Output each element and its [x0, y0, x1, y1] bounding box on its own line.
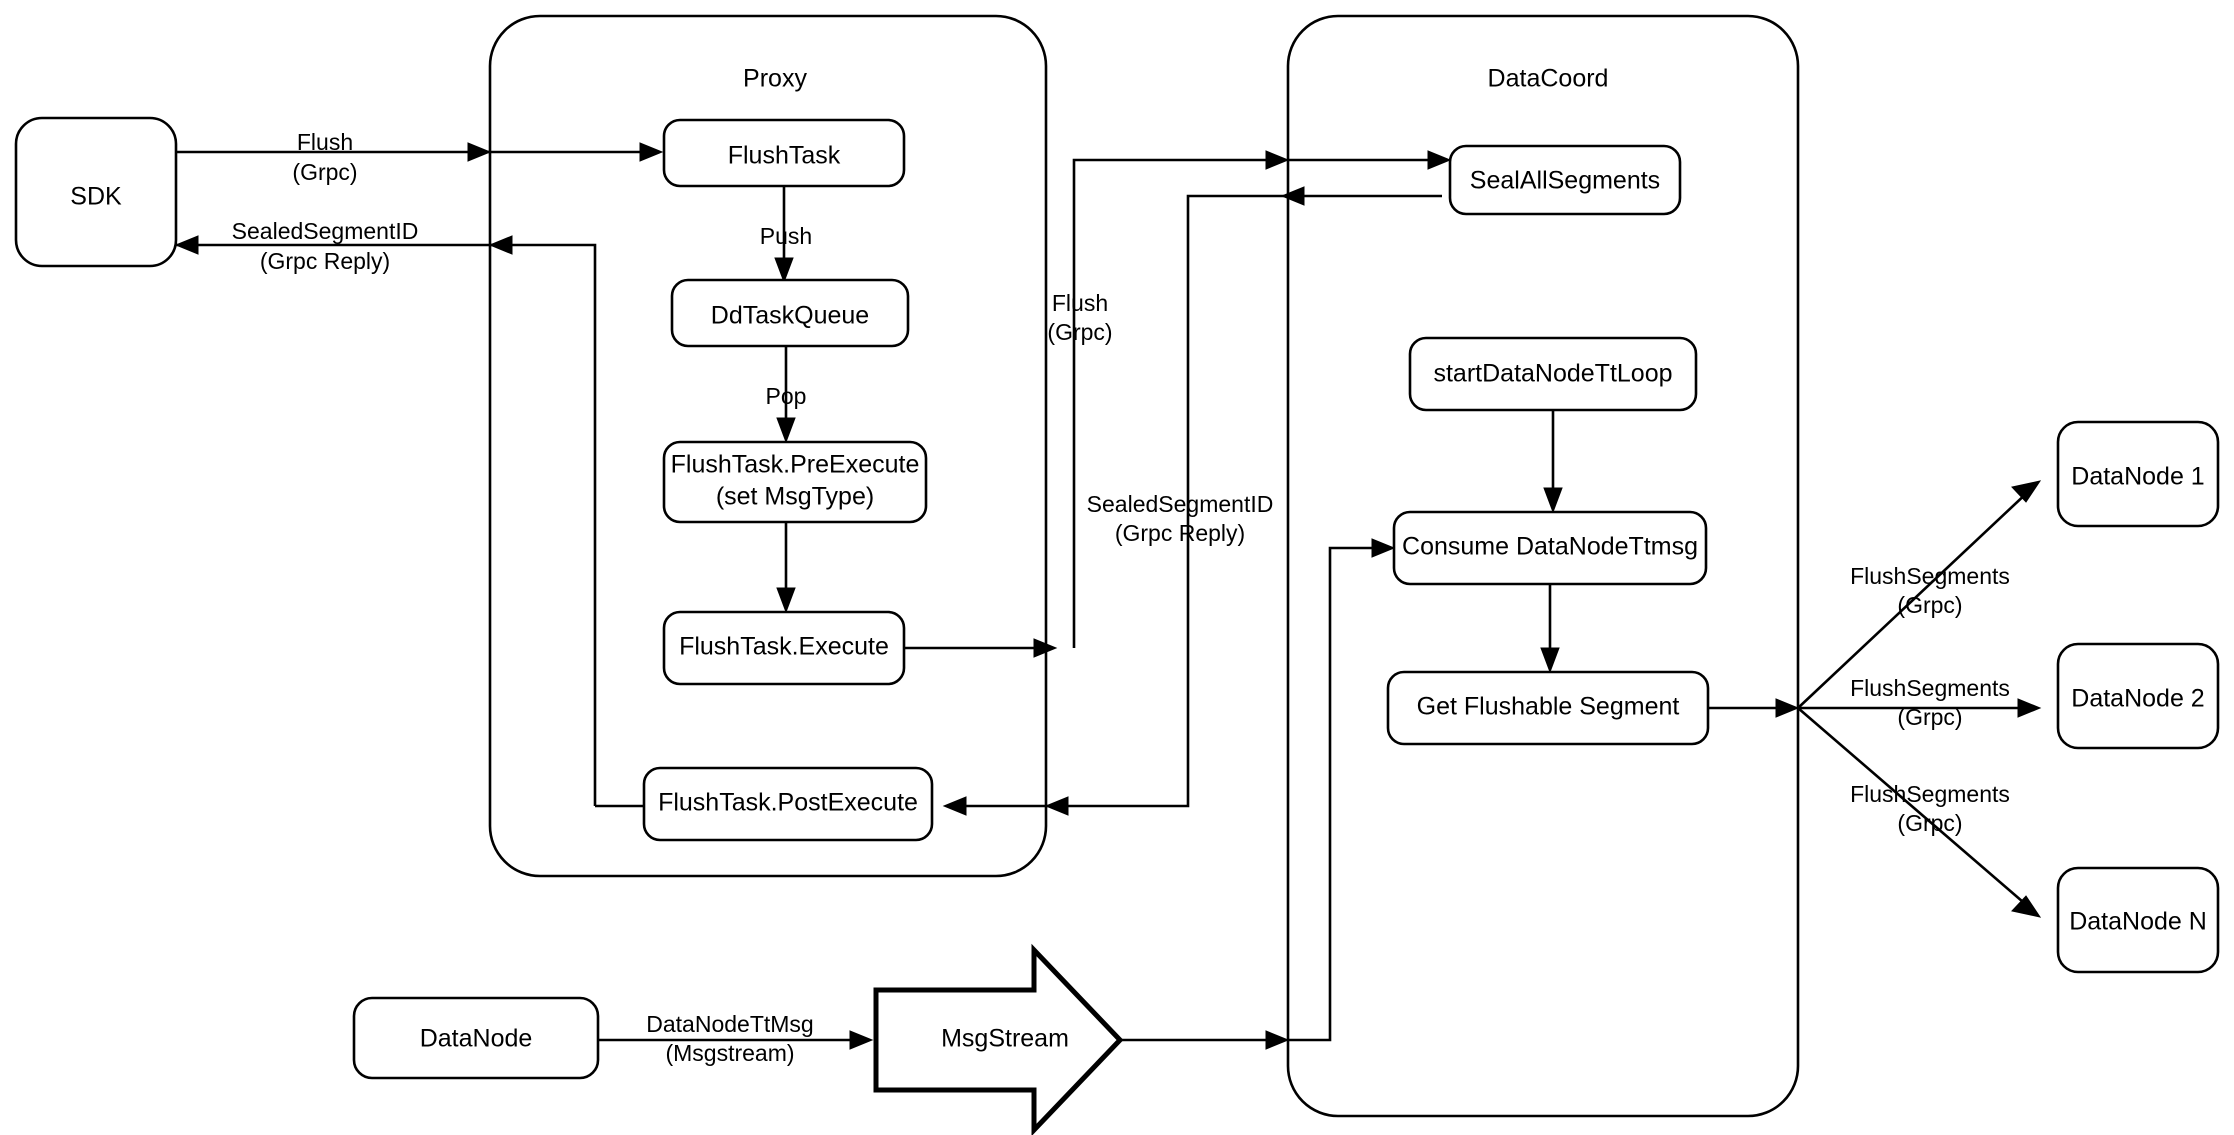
node-flushtask-preexecute-label-line1: FlushTask.PreExecute	[671, 451, 920, 479]
container-proxy-title: Proxy	[743, 65, 807, 93]
arrowhead-proxy-boundary-to-sdk	[488, 235, 513, 255]
edge-proxy-to-sdk	[176, 243, 597, 806]
arrowhead-rail-to-consume	[1371, 538, 1396, 558]
edge-label-flush-grpc-line2: (Grpc)	[292, 159, 357, 185]
arrowhead-sealed-to-postexecute	[942, 796, 967, 816]
edge-label-pop: Pop	[766, 383, 807, 409]
edge-label-push: Push	[760, 223, 812, 249]
node-ddtaskqueue-label: DdTaskQueue	[711, 302, 869, 330]
arrowhead-seal-to-datacoord-edge	[1280, 186, 1305, 206]
edge-label-sealedsegmentid-coord-line1: SealedSegmentID	[1087, 491, 1274, 517]
arrowhead-proxy-to-sdk	[174, 235, 199, 255]
arrowhead-consume-to-flushable	[1540, 647, 1560, 674]
edge-datacoord-to-proxy-sealed	[952, 194, 1288, 808]
edge-junction-to-datanoden	[1797, 707, 2031, 909]
edge-proxy-to-datacoord-flush	[1072, 158, 1270, 648]
node-flushtask-label: FlushTask	[728, 142, 841, 170]
edge-label-flushsegments-1-line2: (Grpc)	[1897, 592, 1962, 618]
node-ddtaskqueue[interactable]	[670, 278, 910, 348]
arrowhead-sdk-to-flushtask	[639, 142, 664, 162]
node-datanode-1[interactable]	[2056, 420, 2220, 528]
arrowhead-preexecute-to-execute	[776, 587, 796, 614]
node-datanode-bottom-label: DataNode	[420, 1025, 533, 1053]
node-msgstream-label: MsgStream	[941, 1025, 1069, 1053]
edge-label-flushsegments-n-line1: FlushSegments	[1850, 781, 2010, 807]
node-sdk-label: SDK	[70, 183, 122, 211]
edge-label-flushsegments-1-line1: FlushSegments	[1850, 563, 2010, 589]
arrowhead-msgstream-to-datacoord	[1265, 1030, 1290, 1050]
node-datanode-bottom[interactable]	[352, 996, 600, 1080]
arrowhead-proxy-to-datacoord-boundary	[1265, 150, 1290, 170]
node-get-flushable-segment-label: Get Flushable Segment	[1417, 693, 1680, 721]
node-flushtask-preexecute-label-line2: (set MsgType)	[716, 483, 874, 511]
node-sealallsegments-label: SealAllSegments	[1470, 167, 1660, 195]
node-start-datanode-ttloop-label: startDataNodeTtLoop	[1433, 360, 1672, 388]
node-flushtask-execute-label: FlushTask.Execute	[679, 633, 889, 661]
node-flushtask-preexecute[interactable]	[662, 440, 928, 524]
edge-label-flush-grpc-coord-line2: (Grpc)	[1047, 319, 1112, 345]
arrowhead-to-datanode1	[2011, 480, 2042, 503]
edge-label-flush-grpc-coord-line1: Flush	[1052, 290, 1108, 316]
edge-label-datanode-ttmsg-line2: (Msgstream)	[665, 1040, 794, 1066]
edge-junction-to-datanode1	[1797, 489, 2031, 709]
edge-label-flush-grpc-line1: Flush	[297, 129, 353, 155]
node-consume-datanode-ttmsg-label: Consume DataNodeTtmsg	[1402, 533, 1698, 561]
node-flushtask-postexecute[interactable]	[642, 766, 934, 842]
arrowhead-sealed-to-proxy-edge	[1044, 796, 1069, 816]
node-sdk[interactable]	[14, 116, 178, 268]
edge-label-flushsegments-2-line2: (Grpc)	[1897, 704, 1962, 730]
arrowhead-execute-to-proxy-edge	[1033, 638, 1058, 658]
node-flushtask-postexecute-label: FlushTask.PostExecute	[658, 789, 918, 817]
node-datanode-2[interactable]	[2056, 642, 2220, 750]
edge-label-flushsegments-n-line2: (Grpc)	[1897, 810, 1962, 836]
edge-label-sealedsegmentid-line1: SealedSegmentID	[232, 218, 419, 244]
arrowhead-to-datanoden	[2011, 895, 2042, 918]
node-datanode-1-label: DataNode 1	[2071, 463, 2204, 491]
container-datacoord-title: DataCoord	[1488, 65, 1609, 93]
edge-label-datanode-ttmsg-line1: DataNodeTtMsg	[646, 1011, 813, 1037]
edge-msgstream-rail-to-consume	[1288, 546, 1382, 1042]
node-datanode-2-label: DataNode 2	[2071, 685, 2204, 713]
node-datanode-n[interactable]	[2056, 866, 2220, 974]
arrowhead-ttloop-to-consume	[1543, 487, 1563, 514]
edge-label-flushsegments-2-line1: FlushSegments	[1850, 675, 2010, 701]
arrowhead-to-datanode2	[2017, 698, 2042, 718]
edge-label-sealedsegmentid-line2: (Grpc Reply)	[260, 248, 390, 274]
node-datanode-n-label: DataNode N	[2069, 908, 2207, 936]
arrowhead-push	[774, 257, 794, 284]
arrowhead-flushable-to-junction	[1775, 698, 1800, 718]
edge-label-sealedsegmentid-coord-line2: (Grpc Reply)	[1115, 520, 1245, 546]
arrowhead-datanode-to-msgstream	[849, 1030, 874, 1050]
node-msgstream-arrow[interactable]	[873, 943, 1124, 1135]
arrowhead-pop	[776, 417, 796, 444]
arrowhead-sdk-to-proxy-boundary	[467, 142, 492, 162]
node-sealallsegments[interactable]	[1448, 144, 1682, 216]
